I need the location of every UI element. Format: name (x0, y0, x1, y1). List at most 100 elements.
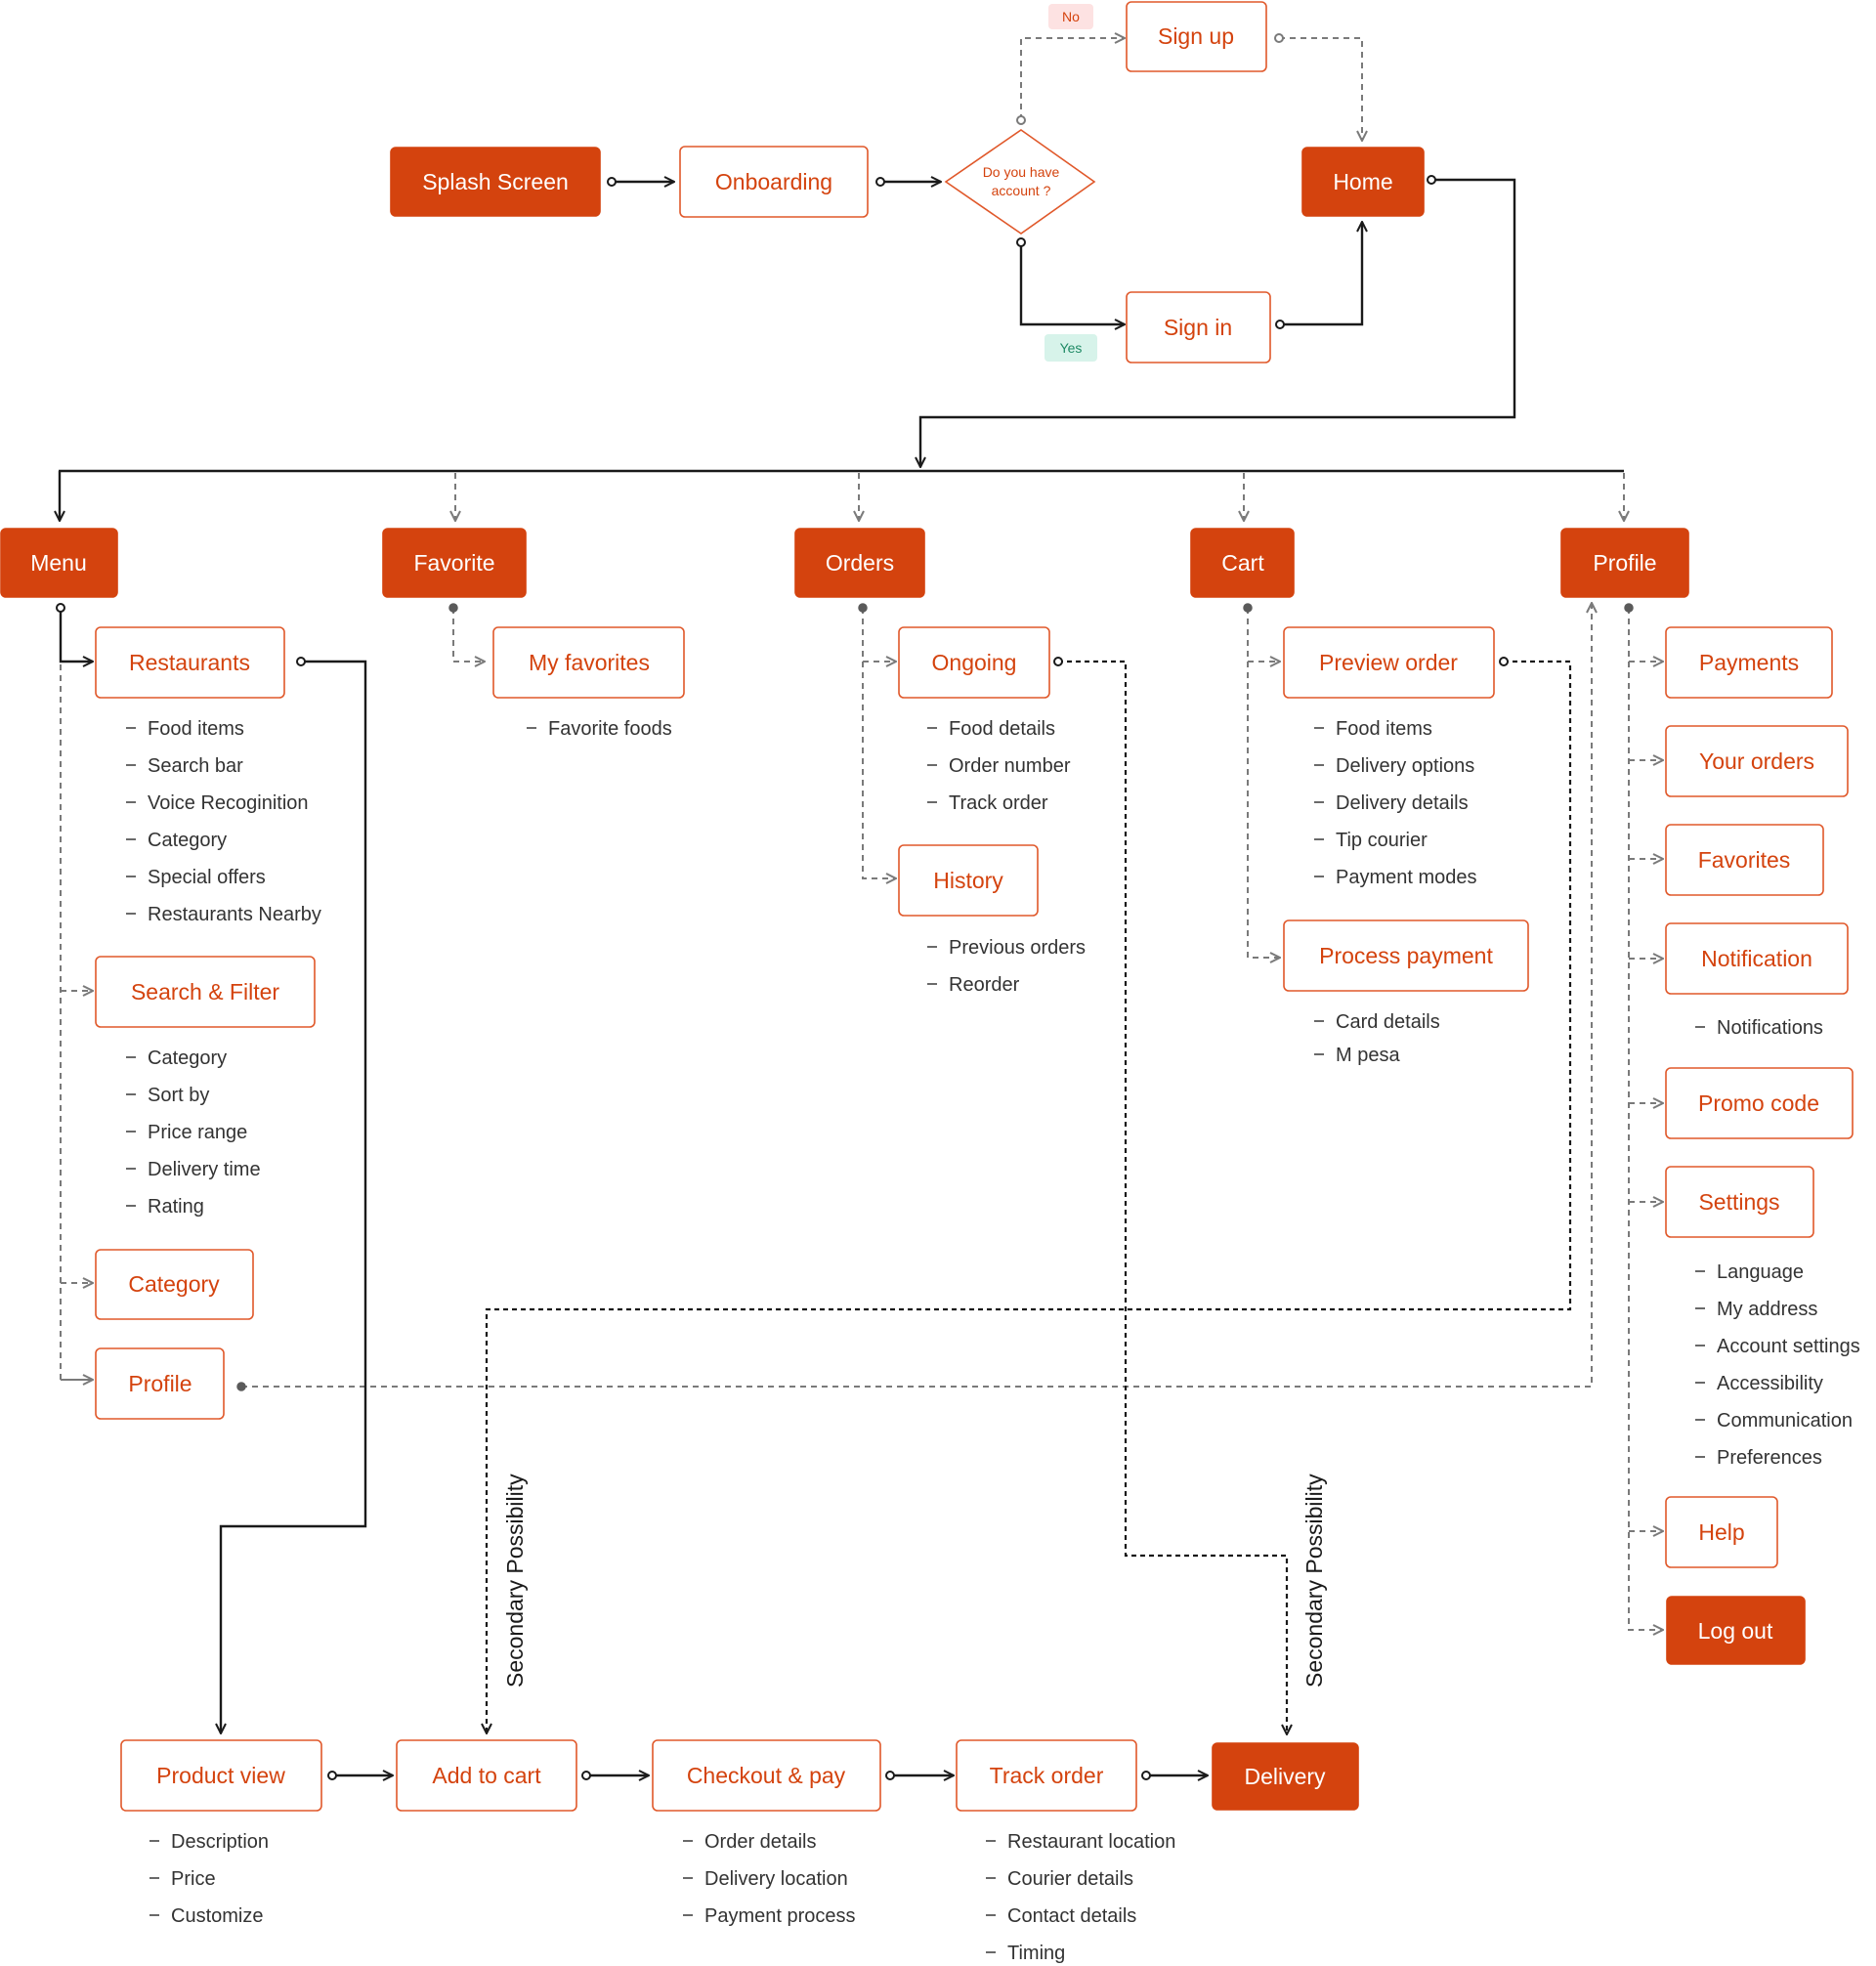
node-favorites-label: Favorites (1698, 847, 1791, 873)
sub-item-restaurants: Special offers (148, 867, 266, 888)
connectors (57, 34, 1663, 1779)
tab-cart-label: Cart (1221, 550, 1264, 576)
sub-item-settings: My address (1717, 1299, 1817, 1320)
node-help[interactable]: Help (1665, 1496, 1778, 1568)
node-notification[interactable]: Notification (1665, 922, 1849, 995)
tag-yes: Yes (1045, 334, 1097, 362)
sub-item-search-filter: Delivery time (148, 1159, 261, 1180)
edge-favorite-myfavorites (452, 608, 485, 662)
sub-item-product-view: Price (171, 1868, 216, 1890)
decision-node[interactable]: Do you have account ? (944, 129, 1096, 235)
port-dot (1275, 320, 1285, 329)
sub-item-preview-order: Payment modes (1336, 867, 1477, 888)
node-settings[interactable]: Settings (1665, 1166, 1814, 1238)
node-onboarding[interactable]: Onboarding (679, 146, 869, 218)
tab-menu[interactable]: Menu (0, 528, 118, 598)
port-dot (581, 1771, 591, 1780)
node-signin[interactable]: Sign in (1126, 291, 1271, 363)
sub-item-restaurants: Search bar (148, 755, 243, 777)
port-dot (1016, 115, 1026, 125)
port-dot (296, 657, 306, 666)
node-product-view[interactable]: Product view (120, 1739, 322, 1812)
node-my-favorites-label: My favorites (529, 650, 650, 675)
annotation-secondary-right: Secondary Possibility (1301, 1474, 1327, 1688)
sub-item-notification: Notifications (1717, 1017, 1823, 1039)
tab-orders[interactable]: Orders (794, 528, 925, 598)
port-dot (858, 603, 868, 613)
node-payments[interactable]: Payments (1665, 626, 1833, 699)
node-my-favorites[interactable]: My favorites (492, 626, 685, 699)
tab-profile-label: Profile (1593, 550, 1656, 576)
sub-item-checkout: Order details (704, 1831, 817, 1853)
tab-menu-label: Menu (30, 550, 87, 576)
node-add-to-cart-label: Add to cart (432, 1763, 541, 1788)
node-favorites[interactable]: Favorites (1665, 824, 1824, 896)
port-dot (1053, 657, 1063, 666)
sub-item-checkout: Delivery location (704, 1868, 848, 1890)
node-track-order[interactable]: Track order (956, 1739, 1137, 1812)
node-ongoing[interactable]: Ongoing (898, 626, 1050, 699)
sub-item-search-filter: Rating (148, 1196, 204, 1218)
tab-favorite[interactable]: Favorite (382, 528, 527, 598)
node-splash-label: Splash Screen (422, 169, 569, 194)
tab-profile[interactable]: Profile (1560, 528, 1689, 598)
node-checkout[interactable]: Checkout & pay (652, 1739, 881, 1812)
node-history-label: History (933, 868, 1003, 893)
node-category-label: Category (128, 1271, 220, 1297)
port-dot (1624, 603, 1634, 613)
node-add-to-cart[interactable]: Add to cart (396, 1739, 577, 1812)
sub-item-preview-order: Tip courier (1336, 830, 1428, 851)
port-dot (56, 603, 65, 613)
sub-item-restaurants: Voice Recoginition (148, 792, 309, 814)
tab-cart[interactable]: Cart (1190, 528, 1295, 598)
node-search-filter[interactable]: Search & Filter (95, 956, 316, 1028)
node-settings-label: Settings (1698, 1189, 1779, 1215)
sub-item-ongoing: Food details (949, 718, 1055, 740)
sub-item-process-payment: Card details (1336, 1011, 1440, 1033)
node-payments-label: Payments (1699, 650, 1799, 675)
port-dot (327, 1771, 337, 1780)
profile-trunk (1628, 608, 1663, 1630)
sub-item-settings: Accessibility (1717, 1373, 1823, 1394)
node-your-orders-label: Your orders (1699, 748, 1814, 774)
node-home[interactable]: Home (1301, 147, 1425, 217)
node-delivery-label: Delivery (1244, 1764, 1326, 1789)
sub-item-product-view: Description (171, 1831, 269, 1853)
node-restaurants[interactable]: Restaurants (95, 626, 285, 699)
sub-item-process-payment: M pesa (1336, 1045, 1400, 1066)
node-checkout-label: Checkout & pay (687, 1763, 846, 1788)
node-your-orders[interactable]: Your orders (1665, 725, 1849, 797)
sub-item-settings: Preferences (1717, 1447, 1822, 1469)
node-category[interactable]: Category (95, 1249, 254, 1320)
port-dot (1427, 175, 1436, 185)
edge-cart-processpayment (1247, 608, 1280, 958)
menu-trunk (60, 664, 93, 1381)
sub-item-search-filter: Sort by (148, 1085, 209, 1106)
sub-item-history: Previous orders (949, 937, 1086, 959)
edge-decision-signup (1020, 38, 1125, 120)
node-search-filter-label: Search & Filter (131, 979, 279, 1004)
tag-yes-label: Yes (1060, 340, 1083, 356)
sub-item-search-filter: Price range (148, 1122, 247, 1143)
node-signup[interactable]: Sign up (1126, 1, 1267, 72)
annotation-secondary-left: Secondary Possibility (502, 1474, 528, 1688)
node-menu-profile[interactable]: Profile (95, 1347, 225, 1420)
edge-menu-restaurants (59, 608, 93, 662)
port-dot (448, 603, 458, 613)
sub-item-track-order: Courier details (1007, 1868, 1133, 1890)
node-splash[interactable]: Splash Screen (390, 147, 601, 217)
sub-item-restaurants: Food items (148, 718, 244, 740)
sub-item-history: Reorder (949, 974, 1020, 996)
node-process-payment[interactable]: Process payment (1283, 919, 1529, 992)
port-dot (1016, 237, 1026, 247)
node-delivery[interactable]: Delivery (1212, 1742, 1359, 1811)
edge-signup-home (1279, 37, 1362, 141)
node-preview-order[interactable]: Preview order (1283, 626, 1495, 699)
edge-menuprofile-profile (241, 603, 1592, 1388)
port-dot (875, 177, 885, 187)
sub-item-preview-order: Delivery details (1336, 792, 1469, 814)
node-logout[interactable]: Log out (1666, 1596, 1806, 1665)
node-promo-code[interactable]: Promo code (1665, 1067, 1854, 1139)
node-history[interactable]: History (898, 844, 1039, 917)
